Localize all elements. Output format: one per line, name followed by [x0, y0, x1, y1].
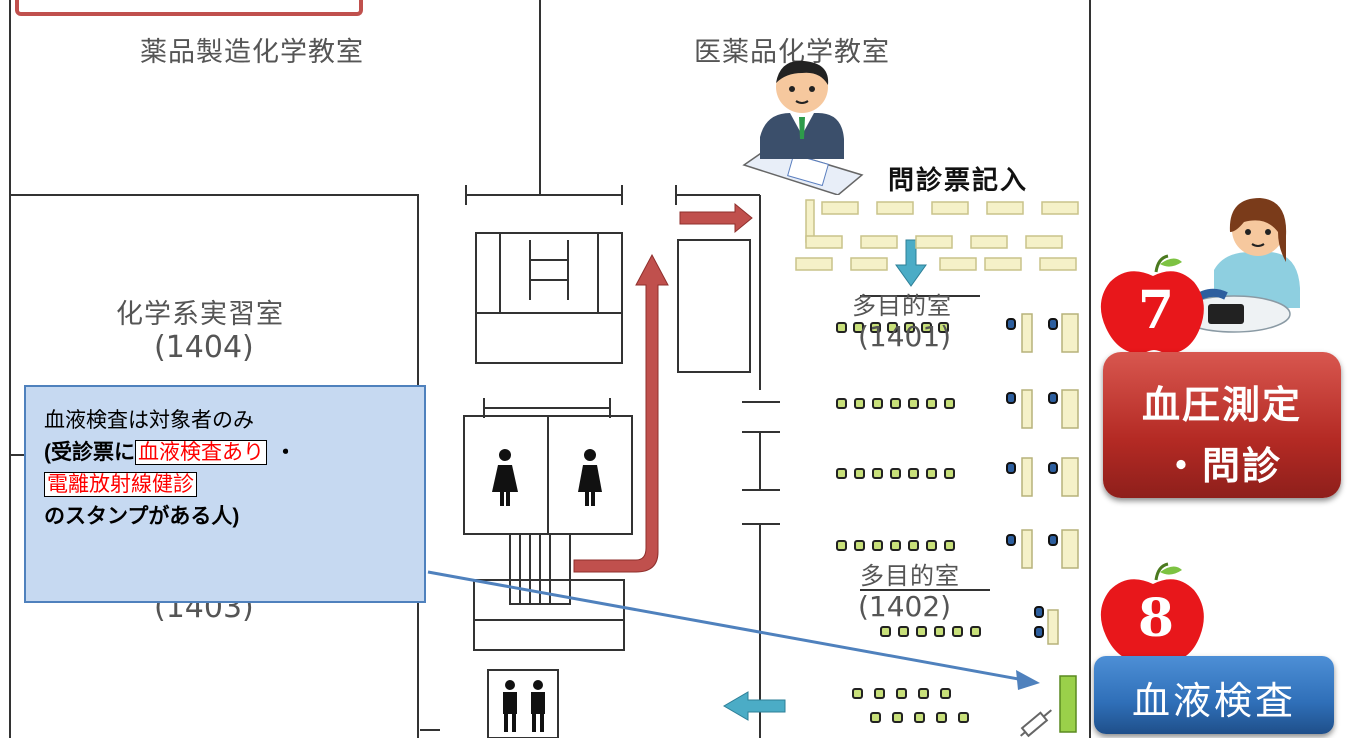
station-7-label-line1: 血圧測定	[1141, 383, 1302, 427]
chair	[1006, 462, 1016, 474]
note-line4: のスタンプがある人)	[44, 505, 240, 528]
chair	[836, 398, 847, 409]
stamp-radiation-checkup: 電離放射線健診	[44, 472, 197, 497]
flow-arrows	[427, 202, 1040, 721]
chair	[914, 712, 925, 723]
chair	[854, 540, 865, 551]
chair	[870, 322, 881, 333]
chair	[853, 322, 864, 333]
chair	[892, 712, 903, 723]
chair	[926, 398, 937, 409]
chair	[926, 540, 937, 551]
note-line2-suffix: ・	[275, 441, 296, 464]
chair	[836, 540, 847, 551]
apple-badge-8	[1100, 562, 1204, 662]
questionnaire-label: 問診票記入	[888, 166, 1029, 196]
chair	[936, 712, 947, 723]
station-8-number: 8	[1137, 588, 1175, 649]
room-multi2-number: (1402)	[858, 590, 952, 623]
station-7-label-line2: ・問診	[1161, 444, 1282, 488]
chair	[1048, 318, 1058, 330]
chair	[908, 398, 919, 409]
chair	[852, 688, 863, 699]
chair	[904, 322, 915, 333]
note-line2-prefix: (受診票に	[44, 441, 135, 464]
chair	[921, 322, 932, 333]
chair	[1006, 318, 1016, 330]
chair	[926, 468, 937, 479]
chair	[890, 540, 901, 551]
chair	[944, 468, 955, 479]
chair	[916, 626, 927, 637]
room-multi1: 多目的室	[852, 292, 952, 320]
chair	[1048, 392, 1058, 404]
syringe-icon	[1020, 709, 1052, 738]
chair	[1006, 534, 1016, 546]
apple-badge-7	[1100, 254, 1204, 354]
room-multi1-number: (1401)	[858, 320, 952, 353]
chair	[944, 540, 955, 551]
chair	[1034, 626, 1044, 638]
chair	[836, 322, 847, 333]
chair	[898, 626, 909, 637]
chair	[1006, 392, 1016, 404]
chair	[970, 626, 981, 637]
nurse-illustration	[1177, 198, 1300, 333]
station-8-blood-test-button[interactable]: 血液検査	[1094, 656, 1334, 734]
chair	[870, 712, 881, 723]
top-left-frame	[15, 0, 363, 16]
queue-desks	[795, 199, 1079, 271]
chair	[880, 626, 891, 637]
room-pharma-mfg: 薬品製造化学教室	[140, 37, 364, 68]
chair	[958, 712, 969, 723]
chair	[944, 398, 955, 409]
chair	[890, 398, 901, 409]
chair	[836, 468, 847, 479]
chair	[934, 626, 945, 637]
chair	[872, 468, 883, 479]
chair	[874, 688, 885, 699]
chair	[918, 688, 929, 699]
chair	[896, 688, 907, 699]
station-7-number: 7	[1137, 280, 1175, 341]
chair	[1034, 606, 1044, 618]
staff-man-illustration	[742, 60, 864, 195]
station-8-label: 血液検査	[1131, 679, 1296, 723]
room-chem-lab: 化学系実習室	[116, 299, 284, 330]
chair	[887, 322, 898, 333]
chair	[908, 540, 919, 551]
chair	[1048, 534, 1058, 546]
chair	[908, 468, 919, 479]
note-line1: 血液検査は対象者のみ	[44, 409, 254, 432]
blood-test-note: 血液検査は対象者のみ (受診票に血液検査あり・ 電離放射線健診 のスタンプがある…	[24, 385, 426, 603]
chair	[952, 626, 963, 637]
chair	[872, 398, 883, 409]
chair	[1048, 462, 1058, 474]
stamp-blood-test: 血液検査あり	[135, 440, 267, 465]
station-7-blood-pressure-button[interactable]: 血圧測定 ・問診	[1103, 352, 1341, 498]
chair	[854, 398, 865, 409]
chair	[938, 322, 949, 333]
room-multi2: 多目的室	[860, 562, 960, 590]
chair	[854, 468, 865, 479]
room-chem-lab-number: (1404)	[154, 330, 254, 365]
chair	[890, 468, 901, 479]
chair	[872, 540, 883, 551]
chair	[940, 688, 951, 699]
